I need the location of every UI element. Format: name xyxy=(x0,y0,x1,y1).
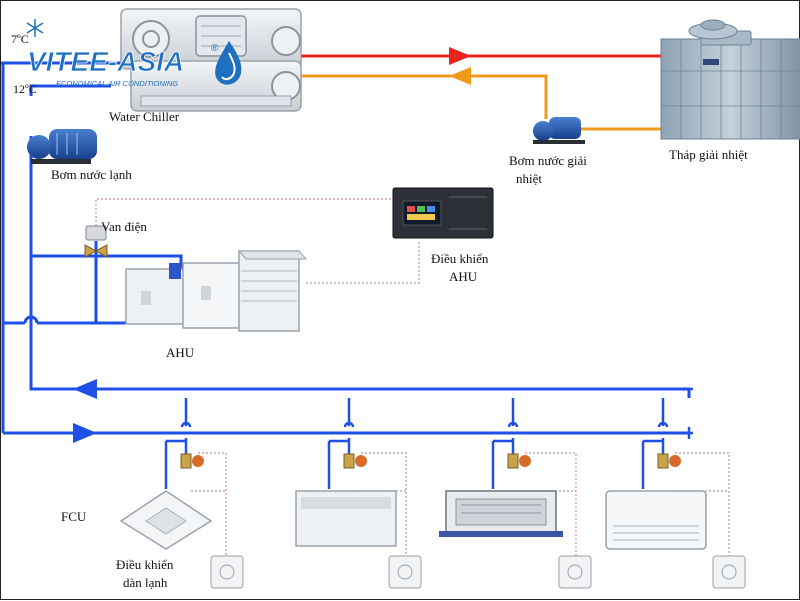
fcu-valves xyxy=(180,453,681,469)
thermostat-icon xyxy=(210,555,746,589)
logo-tagline: ECONOMICAL AIR CONDITIONING xyxy=(56,79,178,88)
brand-logo: VITEE-ASIA ® ECONOMICAL AIR CONDITIONING xyxy=(26,19,242,88)
logo-registered: ® xyxy=(211,43,219,54)
ahu-unit xyxy=(125,250,308,332)
cooling-tower xyxy=(660,19,800,140)
hot-water-arrow xyxy=(449,47,471,65)
fcu-ceiling xyxy=(605,490,707,550)
snowflake-icon xyxy=(26,19,44,37)
logo-drop xyxy=(215,41,242,85)
ahu-controller-label-1: Điều khiển xyxy=(431,251,489,266)
ahu-label: AHU xyxy=(166,345,195,360)
cooling-return-line-top xyxy=(301,74,548,119)
cooling-return-arrow xyxy=(449,67,471,85)
return-arrow xyxy=(73,379,97,399)
supply-temp: 7ºC xyxy=(11,32,29,46)
supply-arrow xyxy=(73,423,97,443)
fcu-controller-label-2: dàn lạnh xyxy=(123,575,168,590)
fcu-cassette xyxy=(119,490,213,550)
pump-icon xyxy=(27,129,97,164)
fcu-label: FCU xyxy=(61,509,87,524)
chilled-return-to-chiller xyxy=(29,84,111,96)
cooling-tower-label: Tháp giải nhiệt xyxy=(669,147,748,162)
return-riser xyxy=(29,256,691,398)
return-temp: 12ºC xyxy=(13,82,37,96)
fcu-drops xyxy=(164,387,693,489)
ahu-controller xyxy=(392,187,494,239)
ahu-controller-label-2: AHU xyxy=(449,269,478,284)
cooling-pump-icon xyxy=(533,117,585,144)
cooling-pump-label-2: nhiệt xyxy=(516,171,542,186)
fcu-floor-standing xyxy=(295,490,397,547)
cooling-pump-label-1: Bơm nước giải xyxy=(509,153,587,168)
logo-wordmark: VITEE-ASIA xyxy=(27,46,184,77)
electric-valve-label: Van điện xyxy=(101,219,147,234)
fcu-ducted xyxy=(439,490,563,537)
ahu-to-controller-wire xyxy=(306,241,420,284)
fcu-controller-label-1: Điều khiển xyxy=(116,557,174,572)
water-chiller xyxy=(120,8,302,112)
chilled-pump-label: Bơm nước lạnh xyxy=(51,167,132,182)
water-chiller-label: Water Chiller xyxy=(109,109,180,124)
valve-icon xyxy=(84,225,108,258)
